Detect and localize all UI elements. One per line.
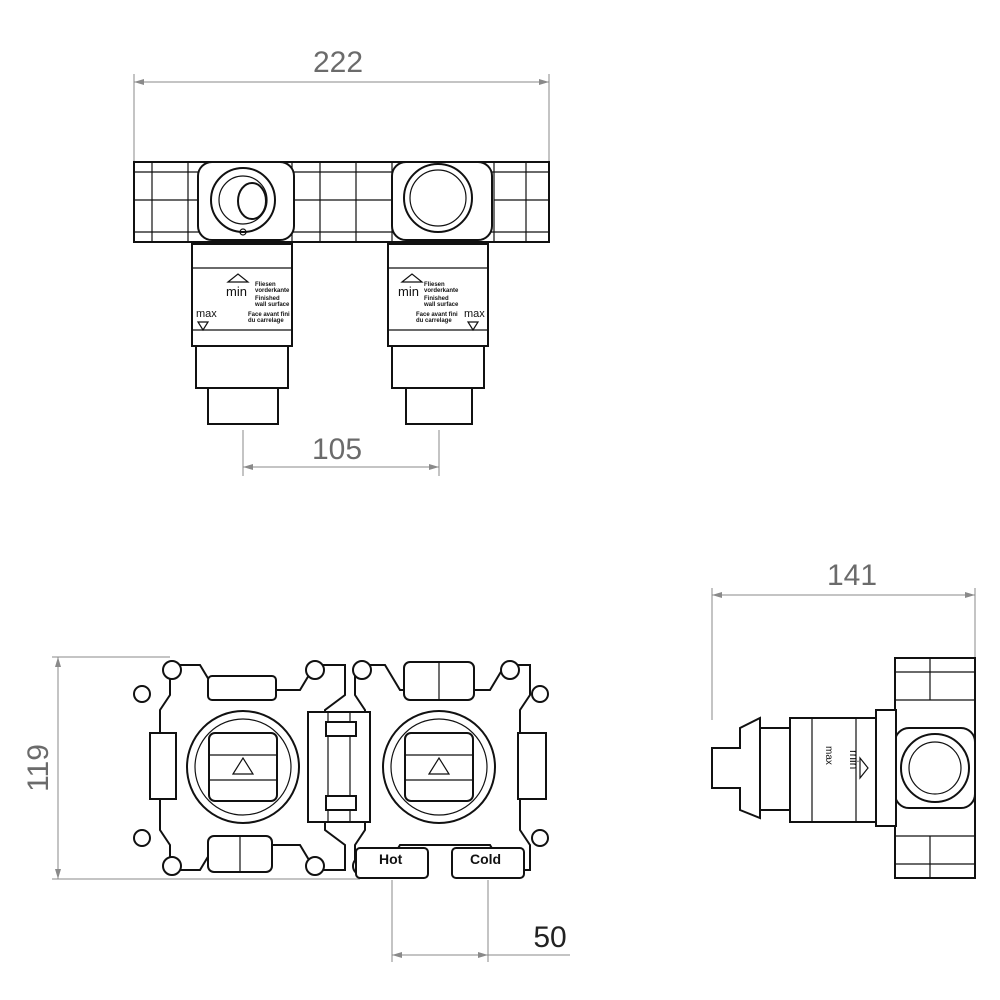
dimension-label-141: 141 — [827, 559, 877, 592]
dimension-top-width: 222 — [133, 46, 550, 162]
side-handle-spindle — [711, 716, 761, 820]
dimension-label-222: 222 — [313, 46, 363, 79]
top-view: 222 — [133, 46, 550, 476]
finished-wall-label-left: Finished — [255, 296, 280, 302]
outlet-cold — [451, 847, 525, 879]
hot-label: Hot — [379, 851, 403, 867]
right-cartridge: min Fliesen vorderkante Finished wall su… — [387, 243, 489, 425]
finished-wall-label-right: Finished — [424, 296, 449, 302]
min-label-right: min — [398, 284, 419, 299]
dimension-label-50: 50 — [533, 921, 566, 954]
face-label-left: Face avant fini — [248, 312, 290, 318]
dimension-front-height: 119 — [22, 656, 360, 880]
side-cartridge — [789, 717, 877, 823]
right-port — [391, 161, 493, 241]
left-port — [197, 161, 295, 241]
valve-left — [186, 710, 300, 824]
left-cartridge: min Fliesen vorderkante Finished wall su… — [191, 243, 293, 425]
inlet-top-left — [207, 675, 277, 701]
max-label-left: max — [196, 308, 217, 320]
finished-wall-label2-left: wall surface — [254, 302, 290, 308]
outlet-hot — [355, 847, 429, 879]
tile-edge-label2-right: vorderkante — [424, 288, 459, 294]
side-min-label: min — [847, 750, 861, 769]
tile-edge-label-right: Fliesen — [424, 282, 445, 288]
finished-wall-label2-right: wall surface — [423, 302, 459, 308]
center-bracket — [307, 711, 371, 823]
dimension-label-119: 119 — [22, 744, 55, 792]
face-label-right: Face avant fini — [416, 312, 458, 318]
face-label2-right: du carrelage — [416, 318, 452, 324]
cold-label: Cold — [470, 851, 501, 867]
front-view: 119 — [22, 656, 570, 962]
tile-edge-label2-left: vorderkante — [255, 288, 290, 294]
side-flange — [875, 709, 897, 827]
dimension-side-depth: 141 — [711, 559, 976, 720]
side-max-label: max — [823, 746, 834, 765]
min-label-left: min — [226, 284, 247, 299]
side-stub-left — [149, 732, 177, 800]
tile-edge-label-left: Fliesen — [255, 282, 276, 288]
side-stub-right — [517, 732, 547, 800]
dimension-label-105: 105 — [312, 433, 362, 466]
side-port-ring — [900, 733, 970, 803]
dimension-top-spacing: 105 — [242, 430, 440, 476]
dimension-outlet-spacing: 50 — [391, 880, 570, 962]
face-label2-left: du carrelage — [248, 318, 284, 324]
valve-right — [382, 710, 496, 824]
side-view: 141 max min — [711, 559, 976, 879]
max-label-right: max — [464, 308, 485, 320]
